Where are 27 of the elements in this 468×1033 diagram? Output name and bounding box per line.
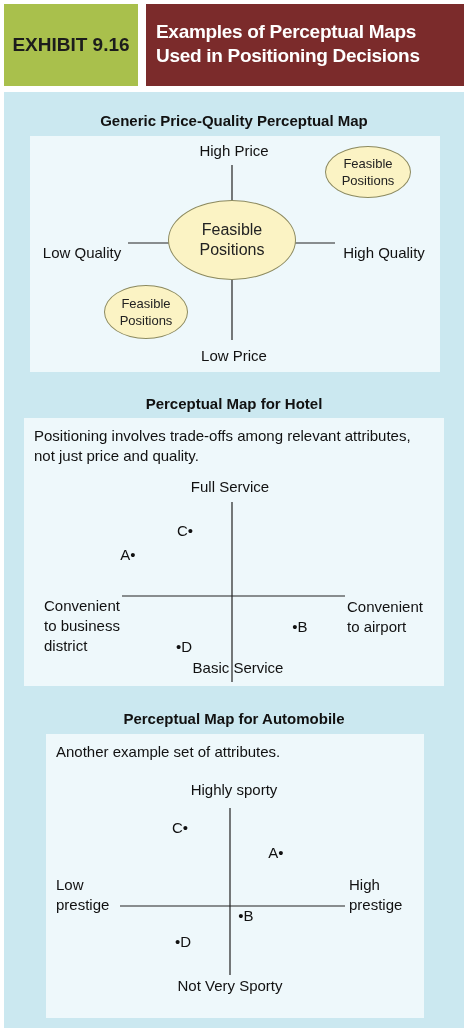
point-label: C• [171,818,189,838]
note-text: Another example set of attributes. [56,742,282,762]
axis-label: Convenient to business district [44,596,121,656]
point-label: •D [174,932,192,952]
axis-label: Full Service [190,477,270,497]
panel-heading: Perceptual Map for Automobile [122,709,346,727]
note-text: Positioning involves trade-offs among relevant attributes, not just price and quality. [34,426,412,466]
point-label: A• [268,843,284,863]
axis-label: High Quality [343,243,425,263]
point-label: •D [175,637,193,657]
panel-heading: Generic Price-Quality Perceptual Map [99,111,369,129]
title-banner: Examples of Perceptual Maps Used in Positioning Decisions [146,4,464,86]
exhibit-tag: EXHIBIT 9.16 [4,4,138,86]
axis-label: Low prestige [56,875,111,915]
panel-heading: Perceptual Map for Hotel [144,394,324,412]
point-label: C• [176,521,194,541]
point-label: A• [120,545,136,565]
axis-label: High prestige [349,875,404,915]
point-label: •B [292,617,308,637]
axis-label: Highly sporty [190,780,278,800]
axis-label: Low Price [201,346,267,366]
axis-label: High Price [199,141,269,161]
axis-label: Low Quality [42,243,122,263]
axis-label: Basic Service [192,658,284,678]
axis-label: Not Very Sporty [177,976,283,996]
point-label: •B [238,906,254,926]
axis-label: Convenient to airport [347,597,424,637]
